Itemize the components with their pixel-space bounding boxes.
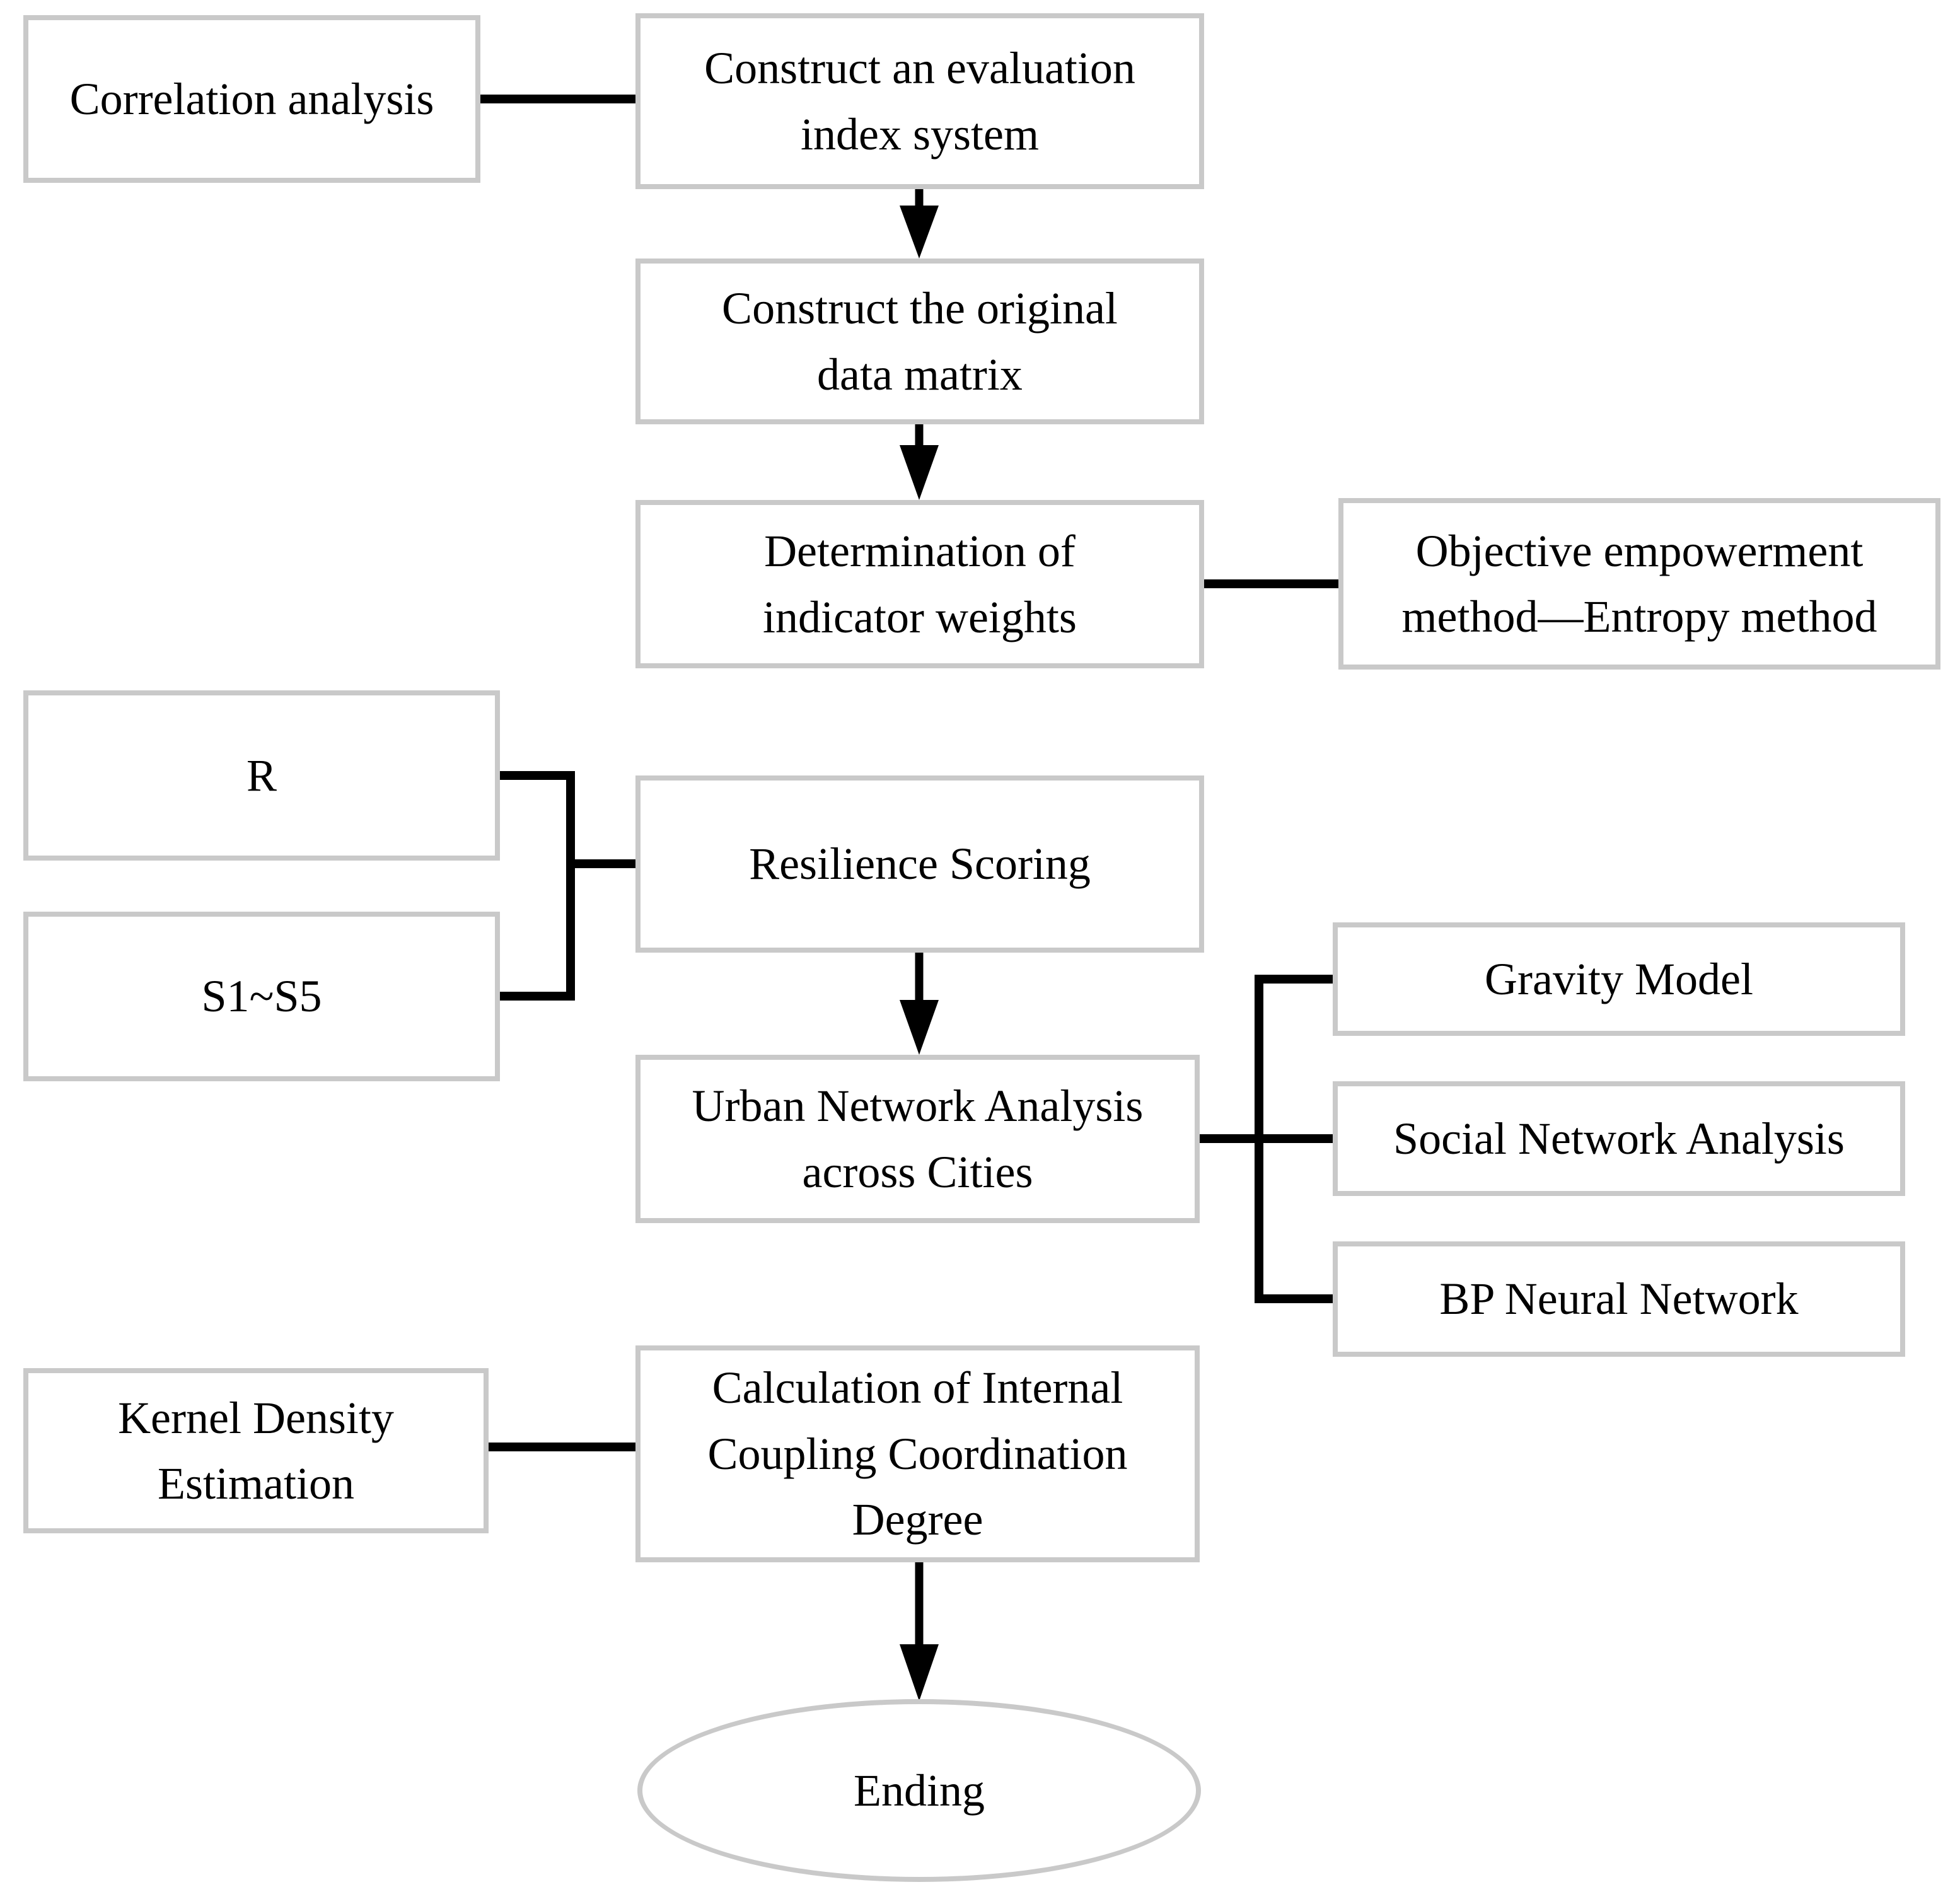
node-construct-original-data-matrix: Construct the original data matrix — [635, 258, 1204, 424]
node-urban-network-analysis: Urban Network Analysis across Cities — [635, 1055, 1200, 1223]
node-gravity-model: Gravity Model — [1333, 922, 1905, 1036]
edge-r-s1s5-bracket — [500, 771, 575, 1001]
node-s1-s5: S1~S5 — [23, 912, 500, 1081]
node-correlation-analysis: Correlation analysis — [23, 15, 480, 183]
edge-evalindex-datamatrix-arrowhead — [900, 206, 939, 258]
node-ending: Ending — [637, 1699, 1201, 1882]
node-r: R — [23, 690, 500, 861]
node-social-network-analysis: Social Network Analysis — [1333, 1081, 1905, 1196]
node-bp-neural-network: BP Neural Network — [1333, 1241, 1905, 1357]
edge-branch-gravity-bp — [1255, 975, 1333, 1303]
edge-datamatrix-weights-arrowhead — [900, 445, 939, 500]
edge-resilience-urban-arrowhead — [900, 1000, 939, 1055]
node-determination-indicator-weights: Determination of indicator weights — [635, 500, 1204, 668]
node-objective-empowerment-entropy-method: Objective empowerment method—Entropy met… — [1338, 498, 1940, 670]
edge-coupling-ending-arrowhead — [900, 1644, 939, 1701]
node-construct-evaluation-index-system: Construct an evaluation index system — [635, 13, 1204, 189]
node-calculation-internal-coupling-coordination-degree: Calculation of Internal Coupling Coordin… — [635, 1345, 1200, 1562]
node-kernel-density-estimation: Kernel Density Estimation — [23, 1368, 489, 1533]
node-resilience-scoring: Resilience Scoring — [635, 775, 1204, 953]
